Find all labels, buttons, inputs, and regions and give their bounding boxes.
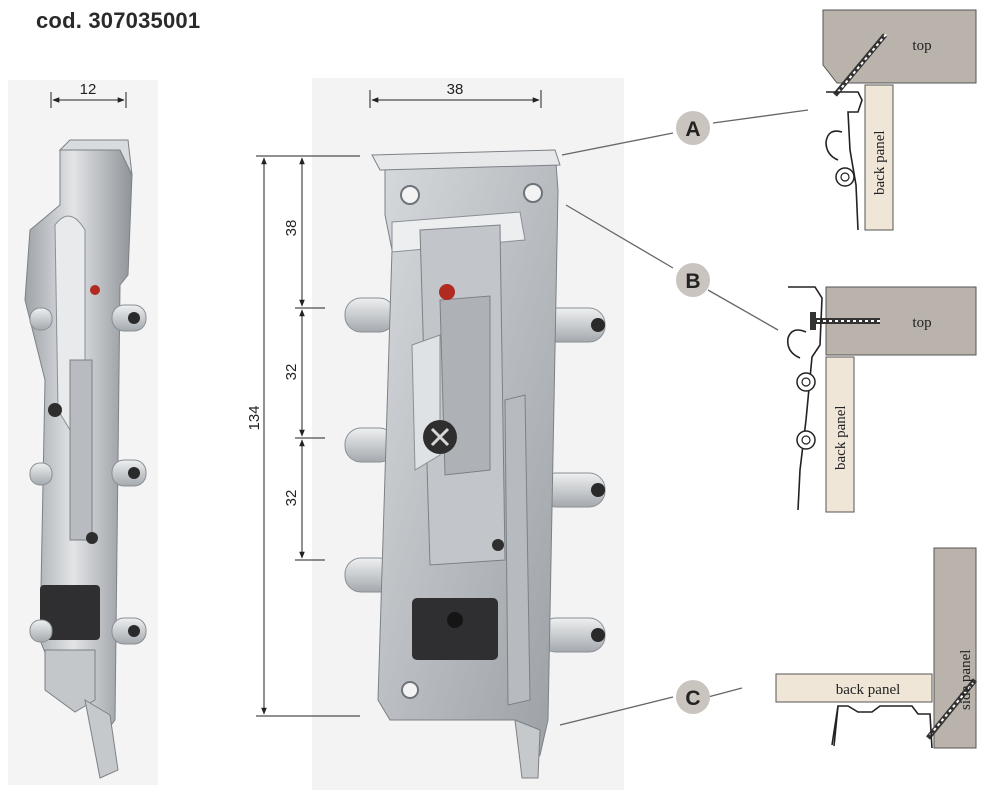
detail-c xyxy=(775,547,977,749)
side-view-bracket xyxy=(24,139,147,779)
detail-a xyxy=(822,9,977,231)
total-height-dimension xyxy=(256,155,360,717)
product-code-title: cod. 307035001 xyxy=(36,8,201,33)
svg-text:A: A xyxy=(685,118,700,141)
detail-b-back-panel-label: back panel xyxy=(833,405,849,470)
segment-dimensions xyxy=(295,157,325,561)
back-panel xyxy=(864,84,894,231)
segment-top-label: 38 xyxy=(283,220,300,237)
detail-c-side-panel-label: side panel xyxy=(958,650,974,710)
segment-bottom-label: 32 xyxy=(283,490,300,507)
detail-c-back-panel-label: back panel xyxy=(836,682,901,698)
callout-b-badge: B xyxy=(676,263,710,297)
plastic-cam-block xyxy=(40,585,100,640)
top-panel xyxy=(822,9,977,84)
back-panel xyxy=(775,673,933,703)
callout-leaders xyxy=(559,109,809,726)
segment-mid-label: 32 xyxy=(283,364,300,381)
detail-b-top-label: top xyxy=(912,315,931,331)
total-height-label: 134 xyxy=(246,405,263,430)
red-marker-dot xyxy=(439,284,455,300)
adjustment-screw-icon xyxy=(48,403,62,417)
side-panel xyxy=(933,547,977,749)
side-width-dimension xyxy=(50,92,127,108)
detail-a-back-panel-label: back panel xyxy=(872,130,888,195)
plastic-cam-block xyxy=(412,598,498,660)
callout-c-badge: C xyxy=(676,680,710,714)
detail-a-top-label: top xyxy=(912,38,931,54)
front-width-label: 38 xyxy=(447,81,464,98)
detail-b xyxy=(786,286,977,513)
front-width-dimension xyxy=(369,90,542,108)
back-panel xyxy=(825,356,855,513)
front-view-bracket xyxy=(344,149,606,779)
callout-a-badge: A xyxy=(676,111,710,145)
side-width-label: 12 xyxy=(80,81,97,98)
svg-text:C: C xyxy=(685,687,700,710)
svg-text:B: B xyxy=(685,270,700,293)
red-marker-dot xyxy=(90,285,100,295)
